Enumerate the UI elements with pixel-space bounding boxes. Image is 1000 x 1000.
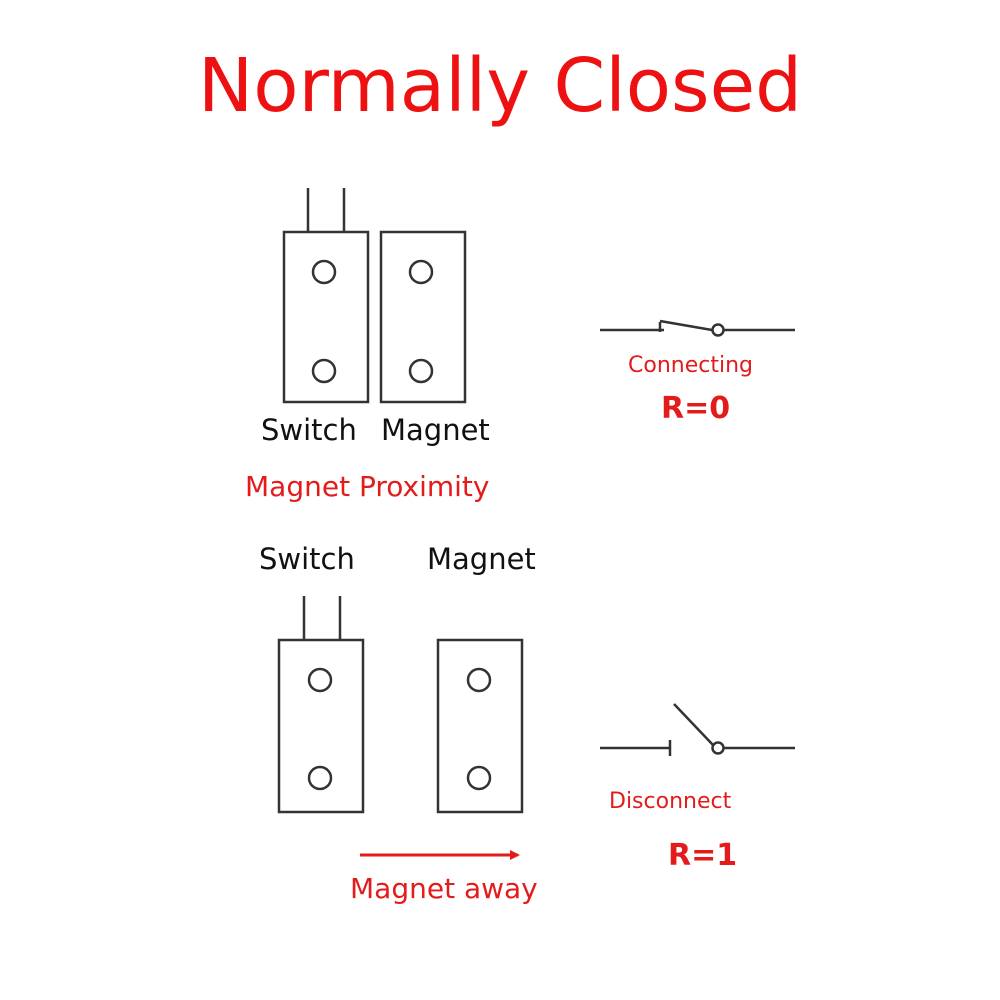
closed-circuit-symbol xyxy=(600,319,795,337)
resistance-open: R=1 xyxy=(668,838,738,873)
connecting-status: Connecting xyxy=(628,353,753,378)
closed-switch-label: Switch xyxy=(261,413,357,447)
open-magnet-label: Magnet xyxy=(427,542,536,576)
magnet-proximity-caption: Magnet Proximity xyxy=(245,470,490,503)
resistance-closed: R=0 xyxy=(661,391,731,426)
disconnect-status: Disconnect xyxy=(609,789,732,814)
closed-magnet-body xyxy=(379,230,467,404)
open-circuit-symbol xyxy=(600,703,795,756)
closed-magnet-label: Magnet xyxy=(381,413,490,447)
magnet-away-caption: Magnet away xyxy=(350,872,538,905)
open-magnet-body xyxy=(436,638,524,814)
open-switch-body xyxy=(277,596,365,814)
diagram-title: Normally Closed xyxy=(197,43,803,129)
closed-switch-body xyxy=(282,188,370,404)
open-switch-label: Switch xyxy=(259,542,355,576)
